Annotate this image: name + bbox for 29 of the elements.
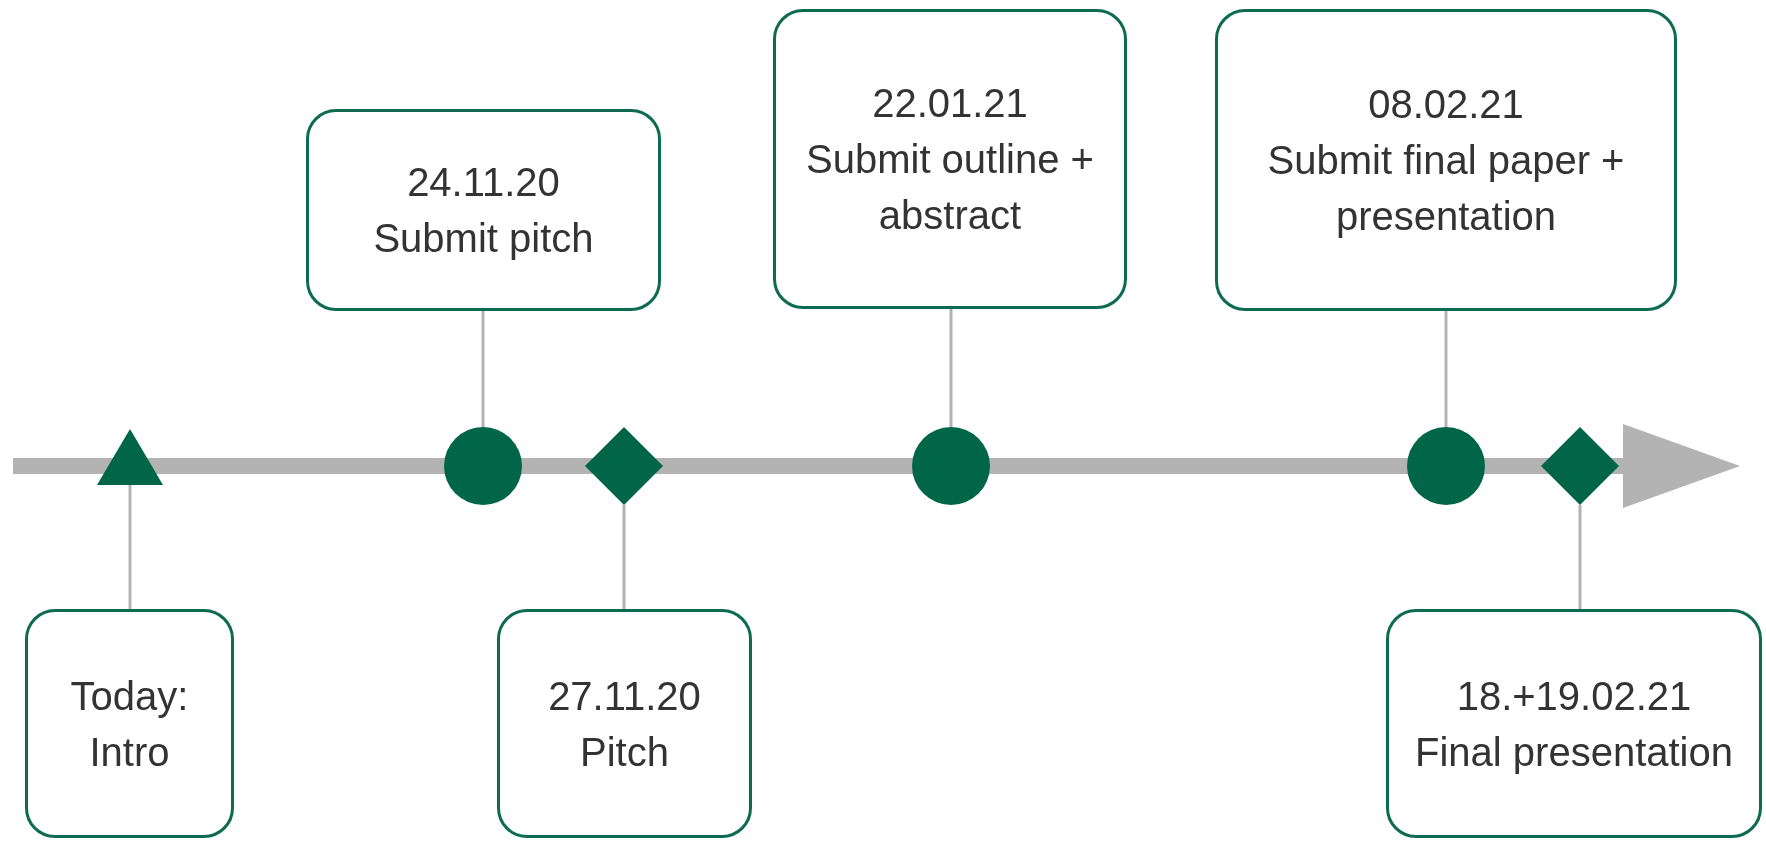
circle-marker bbox=[444, 427, 522, 505]
connector-line bbox=[1444, 311, 1448, 427]
triangle-marker bbox=[97, 429, 163, 485]
connector-line bbox=[481, 311, 485, 427]
connector-line bbox=[1578, 505, 1582, 609]
date-text: 24.11.20 bbox=[407, 159, 560, 206]
milestone-text: Submit outline + abstract bbox=[805, 136, 1095, 239]
diamond-marker bbox=[585, 427, 663, 505]
milestone-text: Today: Intro bbox=[69, 672, 190, 776]
milestone-text: Submit pitch bbox=[373, 215, 594, 262]
milestone-box bbox=[773, 9, 1127, 309]
connector-line bbox=[622, 505, 626, 609]
diamond-marker bbox=[1541, 427, 1619, 505]
milestone-box bbox=[497, 609, 752, 838]
milestone-box bbox=[1215, 9, 1677, 311]
connector-line bbox=[128, 485, 132, 609]
milestone-text: Pitch bbox=[580, 728, 669, 776]
milestone-text: Final presentation bbox=[1415, 728, 1733, 776]
milestone-box bbox=[25, 609, 234, 838]
date-text: 22.01.21 bbox=[872, 80, 1028, 127]
milestone-box bbox=[306, 109, 661, 311]
date-text: 08.02.21 bbox=[1368, 81, 1524, 128]
circle-marker bbox=[912, 427, 990, 505]
milestone-text: Submit final paper + presentation bbox=[1266, 137, 1626, 240]
connector-line bbox=[949, 309, 953, 427]
date-text: 27.11.20 bbox=[548, 672, 701, 720]
milestone-box bbox=[1386, 609, 1762, 838]
date-text: 18.+19.02.21 bbox=[1456, 672, 1692, 720]
circle-marker bbox=[1407, 427, 1485, 505]
